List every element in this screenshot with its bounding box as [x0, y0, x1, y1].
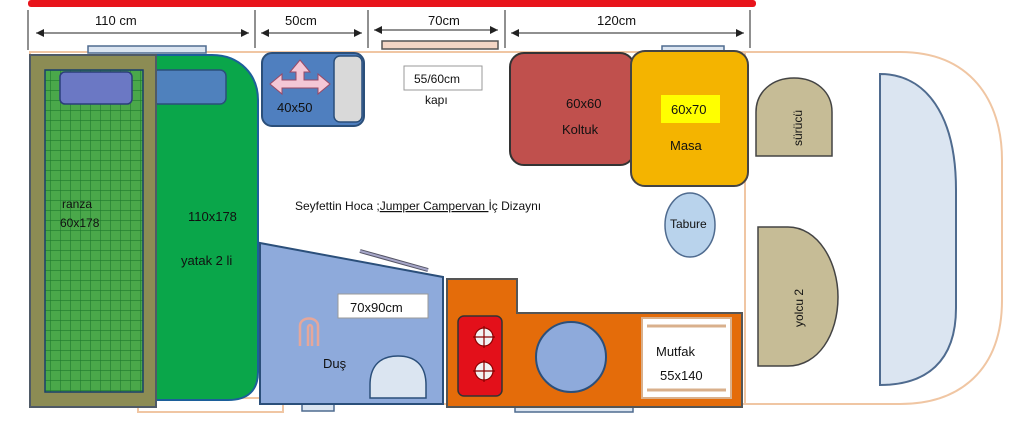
top-red-bar [28, 0, 756, 7]
sink-size: 40x50 [277, 100, 312, 115]
shower-head-icon [298, 317, 320, 346]
bed-pillow [151, 69, 227, 105]
table-size-box [661, 95, 720, 123]
dim-110-label: 110 cm [95, 13, 137, 28]
move-arrows-icon [269, 59, 331, 96]
door-size-box [403, 65, 483, 91]
kitchen-size: 55x140 [660, 368, 703, 383]
layout-title-prefix: Seyfettin Hoca ; [295, 199, 380, 213]
armchair-size: 60x60 [566, 96, 601, 111]
shower-size-box [337, 293, 429, 319]
driver-name: sürücü [791, 110, 805, 146]
bunk-grid [44, 69, 144, 393]
driver-seat [755, 77, 833, 157]
shower-step [301, 403, 335, 412]
dim-50-label: 50cm [285, 13, 317, 28]
stool [664, 192, 716, 258]
door-name: kapı [425, 93, 448, 107]
kitchen-board [641, 317, 732, 399]
passenger-name: yolcu 2 [792, 289, 806, 327]
layout-title: Seyfettin Hoca ;Jumper Campervan İç Diza… [295, 199, 541, 213]
stove [457, 315, 503, 397]
passenger-seat [757, 226, 839, 367]
sink-basin [333, 55, 363, 123]
dim-70-label: 70cm [428, 13, 460, 28]
sliding-door [381, 40, 499, 50]
stool-name: Tabure [670, 217, 707, 231]
bed-name: yatak 2 li [181, 253, 232, 268]
burner-icons [473, 326, 495, 382]
door-size: 55/60cm [414, 72, 460, 86]
kitchen-sink [535, 321, 607, 393]
window-left [87, 45, 207, 54]
shower-size: 70x90cm [350, 300, 403, 315]
bunk-pillow [59, 71, 133, 105]
shower-door-line-inner [359, 250, 429, 271]
kitchen-name: Mutfak [656, 344, 696, 359]
table-size: 60x70 [671, 102, 706, 117]
bunk-name: ranza [62, 197, 92, 211]
double-bed [149, 54, 259, 401]
layout-title-suffix: İç Dizaynı [488, 199, 541, 213]
shower-drain-icon [369, 355, 427, 399]
table-name: Masa [670, 138, 703, 153]
windshield [879, 72, 957, 387]
armchair-name: Koltuk [562, 122, 599, 137]
bunk-size: 60x178 [60, 216, 100, 230]
bed-size: 110x178 [188, 209, 237, 224]
layout-title-link: Jumper Campervan [380, 199, 489, 213]
dim-120-label: 120cm [597, 13, 636, 28]
shower-name: Duş [323, 356, 347, 371]
